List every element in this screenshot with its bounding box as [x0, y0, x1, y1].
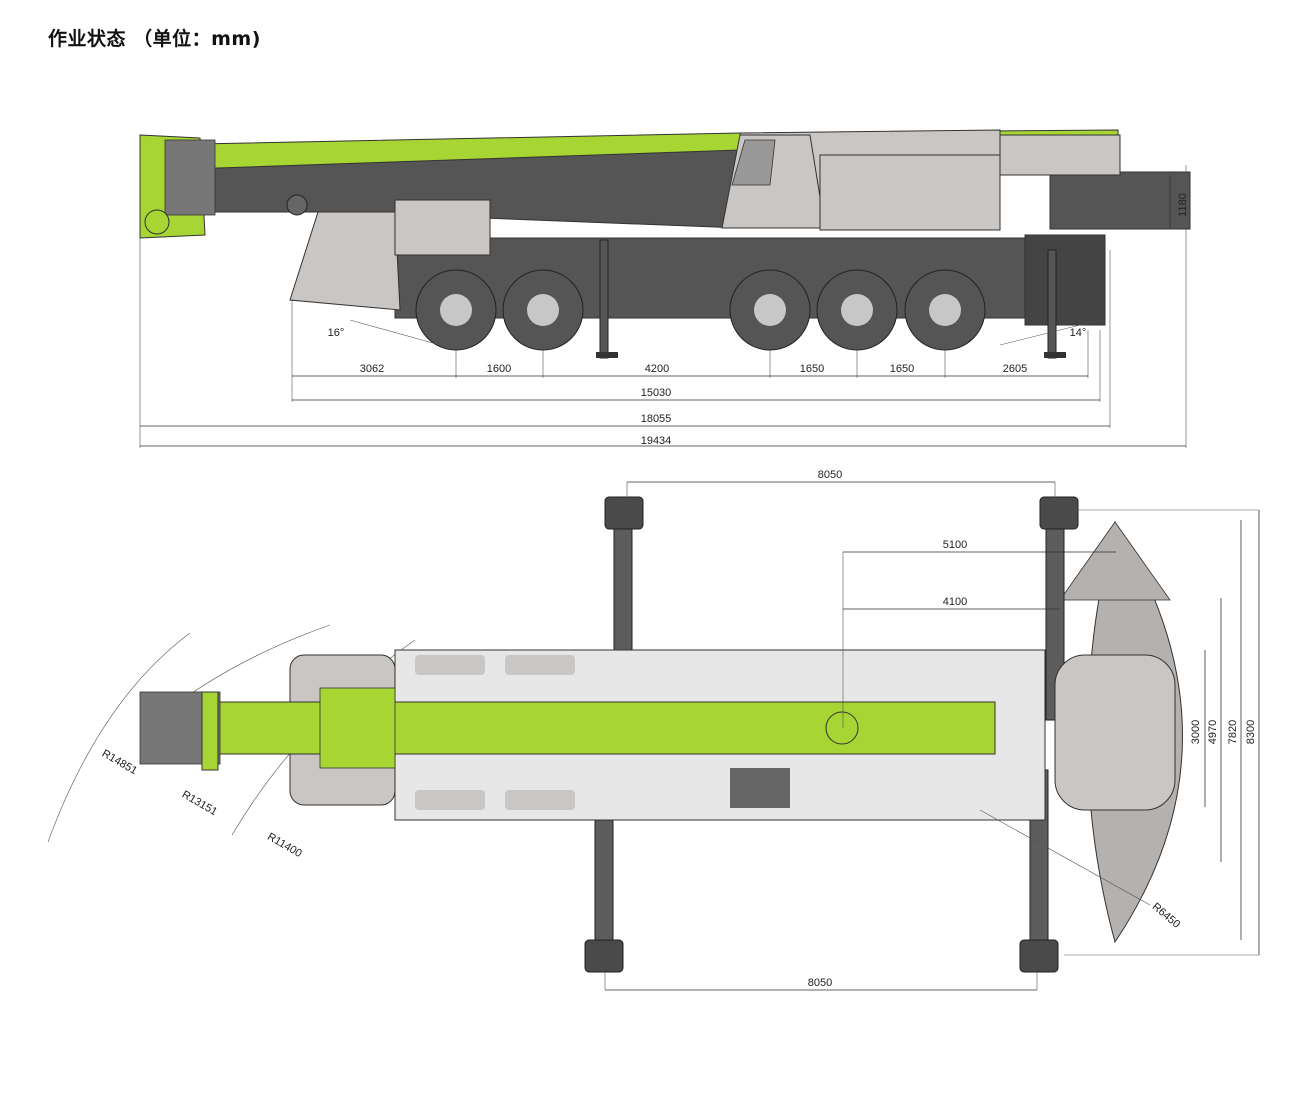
page-title: 作业状态 （单位：mm): [48, 28, 261, 50]
dim-3062: 3062: [360, 363, 384, 375]
radius-11400: R11400: [265, 831, 304, 860]
dim-5100: 5100: [943, 539, 967, 551]
dim-15030: 15030: [641, 387, 672, 399]
dim-7820: 7820: [1227, 720, 1239, 744]
dim-18055: 18055: [641, 413, 672, 425]
angle-rear: 14°: [1070, 327, 1087, 339]
dim-8050-bottom: 8050: [808, 977, 832, 989]
dim-1600: 1600: [487, 363, 511, 375]
top-view: 8050 8050 5100 4100 3000 4970 7820 8300 …: [47, 469, 1260, 991]
dim-3000: 3000: [1190, 720, 1202, 744]
radius-14851: R14851: [100, 748, 139, 778]
wheels: [415, 269, 986, 351]
dim-19434: 19434: [641, 435, 672, 447]
dim-4970: 4970: [1207, 720, 1219, 744]
dim-4200: 4200: [645, 363, 669, 375]
turntable: [1054, 654, 1176, 811]
dim-2605: 2605: [1003, 363, 1027, 375]
counterweight: [1049, 171, 1191, 230]
angle-front: 16°: [328, 327, 345, 339]
carrier-cab: [289, 211, 401, 311]
dim-4100: 4100: [943, 596, 967, 608]
radius-13151: R13151: [180, 789, 219, 819]
side-view: 3062 1600 4200 1650 1650 2605 15030 1805…: [139, 129, 1191, 448]
dim-8300: 8300: [1245, 720, 1257, 744]
radius-6450: R6450: [1150, 901, 1183, 931]
dim-1650b: 1650: [890, 363, 914, 375]
superstructure: [819, 154, 1001, 231]
dim-8050-top: 8050: [818, 469, 842, 481]
dim-1180: 1180: [1177, 193, 1189, 217]
dim-1650a: 1650: [800, 363, 824, 375]
